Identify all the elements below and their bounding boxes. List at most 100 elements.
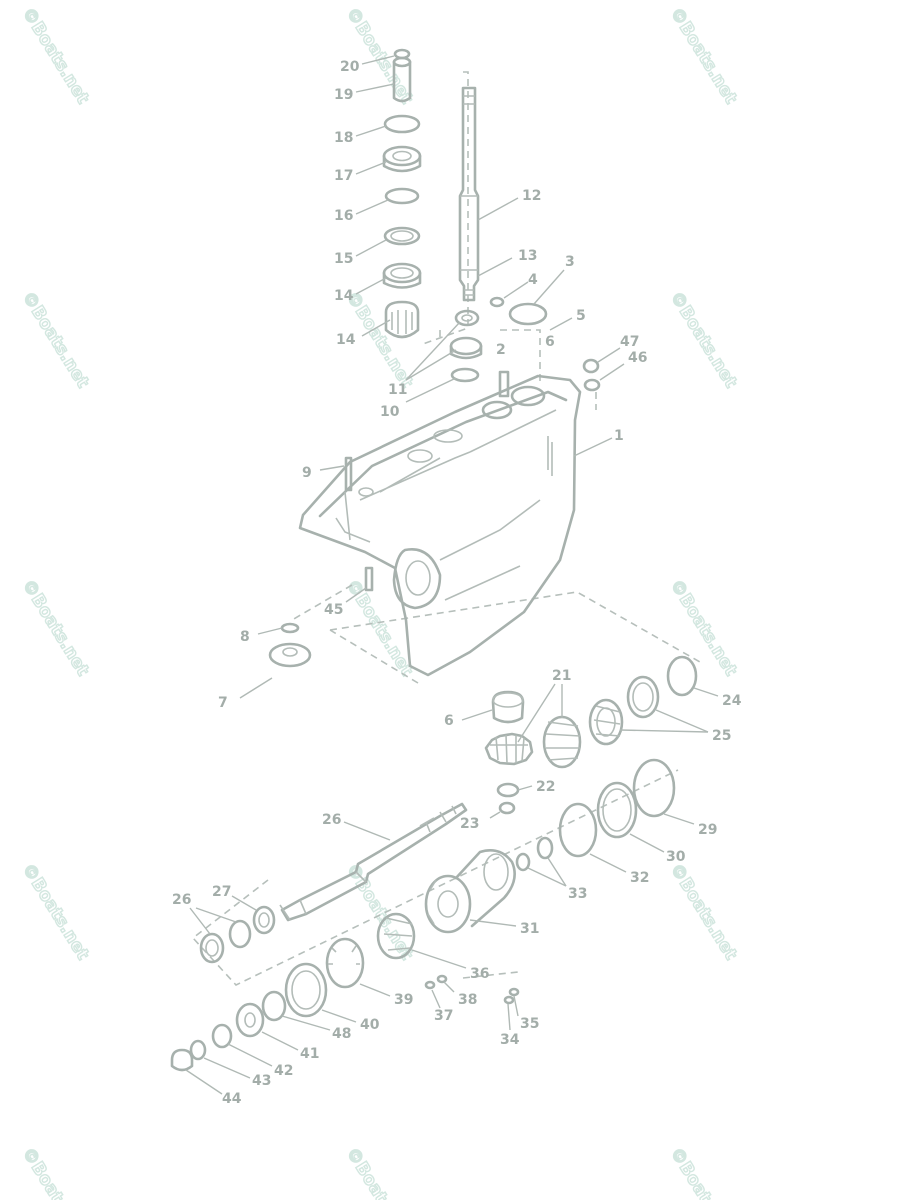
callout-32: 32 xyxy=(630,870,649,886)
part-bearing-25 xyxy=(588,698,624,746)
callout-9: 9 xyxy=(302,465,312,481)
part-nut-23 xyxy=(498,801,516,815)
part-screw-37 xyxy=(424,980,436,990)
watermark: ©Boats.net xyxy=(18,860,93,964)
watermark: ©Boats.net xyxy=(342,1144,417,1200)
callout-3: 3 xyxy=(565,254,575,270)
callout-20: 20 xyxy=(340,59,360,75)
part-bearing-33b xyxy=(536,836,554,860)
watermark: ©Boats.net xyxy=(666,288,741,392)
callout-11: 11 xyxy=(388,382,407,398)
part-shim-24 xyxy=(666,655,698,697)
callout-17: 17 xyxy=(334,168,353,184)
part-seal-26b xyxy=(199,919,252,964)
callout-6: 6 xyxy=(444,713,454,729)
part-pin-2 xyxy=(498,370,510,398)
assembly-guides xyxy=(191,71,701,986)
callout-44: 44 xyxy=(222,1091,242,1107)
part-lock-43 xyxy=(189,1039,207,1061)
callout-13: 13 xyxy=(518,248,537,264)
part-bearing-36 xyxy=(376,912,416,960)
part-bearing-14-lower xyxy=(384,300,420,339)
callout-34: 34 xyxy=(500,1032,520,1048)
callout-23: 23 xyxy=(460,816,479,832)
part-pinion-gear-21 xyxy=(484,732,534,766)
callout-14: 14 xyxy=(336,332,356,348)
callout-30: 30 xyxy=(666,849,686,865)
leader-lines xyxy=(185,55,719,1095)
drive-shaft-stack xyxy=(382,48,601,398)
part-o-ring-32 xyxy=(558,802,598,858)
callout-15: 15 xyxy=(334,251,353,267)
part-race-25 xyxy=(626,675,660,719)
watermark: ©Boats.net xyxy=(18,1144,93,1200)
part-nut-47 xyxy=(582,358,600,374)
part-washer-8 xyxy=(280,622,300,634)
callout-48: 48 xyxy=(332,1026,351,1042)
part-washer-22 xyxy=(496,782,520,798)
callout-33: 33 xyxy=(568,886,587,902)
part-retainer-39 xyxy=(325,937,365,989)
callout-8: 8 xyxy=(240,629,250,645)
callout-18: 18 xyxy=(334,130,353,146)
part-screw-38 xyxy=(436,974,448,984)
callout-5: 5 xyxy=(576,308,586,324)
callout-labels: 20 19 18 17 16 15 14 14 12 13 4 3 5 6 47… xyxy=(172,59,742,1107)
callout-35: 35 xyxy=(520,1016,539,1032)
callout-16: 16 xyxy=(334,208,353,224)
callout-47: 47 xyxy=(620,334,639,350)
part-washer-46 xyxy=(583,378,601,392)
part-washer-34 xyxy=(503,995,515,1005)
part-screw-9 xyxy=(344,456,353,492)
propshaft-group xyxy=(170,758,676,1072)
callout-7: 7 xyxy=(218,695,228,711)
part-bushing-19 xyxy=(392,56,412,103)
part-pinion-nut-11 xyxy=(454,309,480,327)
part-bearing-33 xyxy=(515,852,531,872)
watermark: ©Boats.net xyxy=(18,288,93,392)
part-gearcase-housing-1 xyxy=(298,374,582,677)
callout-26: 26 xyxy=(322,812,341,828)
callout-2: 2 xyxy=(496,342,506,358)
part-thrust-hub-41 xyxy=(235,1002,265,1038)
part-screw-45 xyxy=(364,566,374,592)
watermark: ©Boats.net xyxy=(666,576,741,680)
callout-24: 24 xyxy=(722,693,742,709)
part-bearing-14-upper xyxy=(382,262,422,289)
part-propeller-shaft-26 xyxy=(279,802,468,922)
callout-38: 38 xyxy=(458,992,477,1008)
callout-1: 1 xyxy=(614,428,624,444)
part-pinion-bearing-11 xyxy=(449,336,483,360)
callout-4: 4 xyxy=(528,272,538,288)
part-washer-42 xyxy=(211,1023,233,1049)
callout-31: 31 xyxy=(520,921,539,937)
part-nut-44 xyxy=(170,1048,194,1072)
callout-36: 36 xyxy=(470,966,489,982)
part-seal-3 xyxy=(508,302,548,326)
callout-43: 43 xyxy=(252,1073,271,1089)
callout-27: 27 xyxy=(212,884,231,900)
watermark: ©Boats.net xyxy=(666,1144,741,1200)
callout-12: 12 xyxy=(522,188,541,204)
part-race-15 xyxy=(383,226,421,246)
part-bearing-6 xyxy=(491,690,525,724)
callout-42: 42 xyxy=(274,1063,293,1079)
callout-14: 14 xyxy=(334,288,354,304)
part-o-ring-4 xyxy=(489,296,505,308)
callout-19: 19 xyxy=(334,87,353,103)
part-anode-7 xyxy=(268,642,312,668)
callout-21: 21 xyxy=(552,668,571,684)
callout-46: 46 xyxy=(628,350,647,366)
callout-29: 29 xyxy=(698,822,717,838)
callout-41: 41 xyxy=(300,1046,319,1062)
callout-25: 25 xyxy=(712,728,731,744)
gear-group xyxy=(484,655,698,815)
callout-39: 39 xyxy=(394,992,413,1008)
part-screw-35 xyxy=(508,987,520,997)
part-bearing-17 xyxy=(382,145,422,173)
part-drive-shaft-12 xyxy=(458,86,480,302)
callout-37: 37 xyxy=(434,1008,453,1024)
part-ring-30 xyxy=(596,781,638,839)
